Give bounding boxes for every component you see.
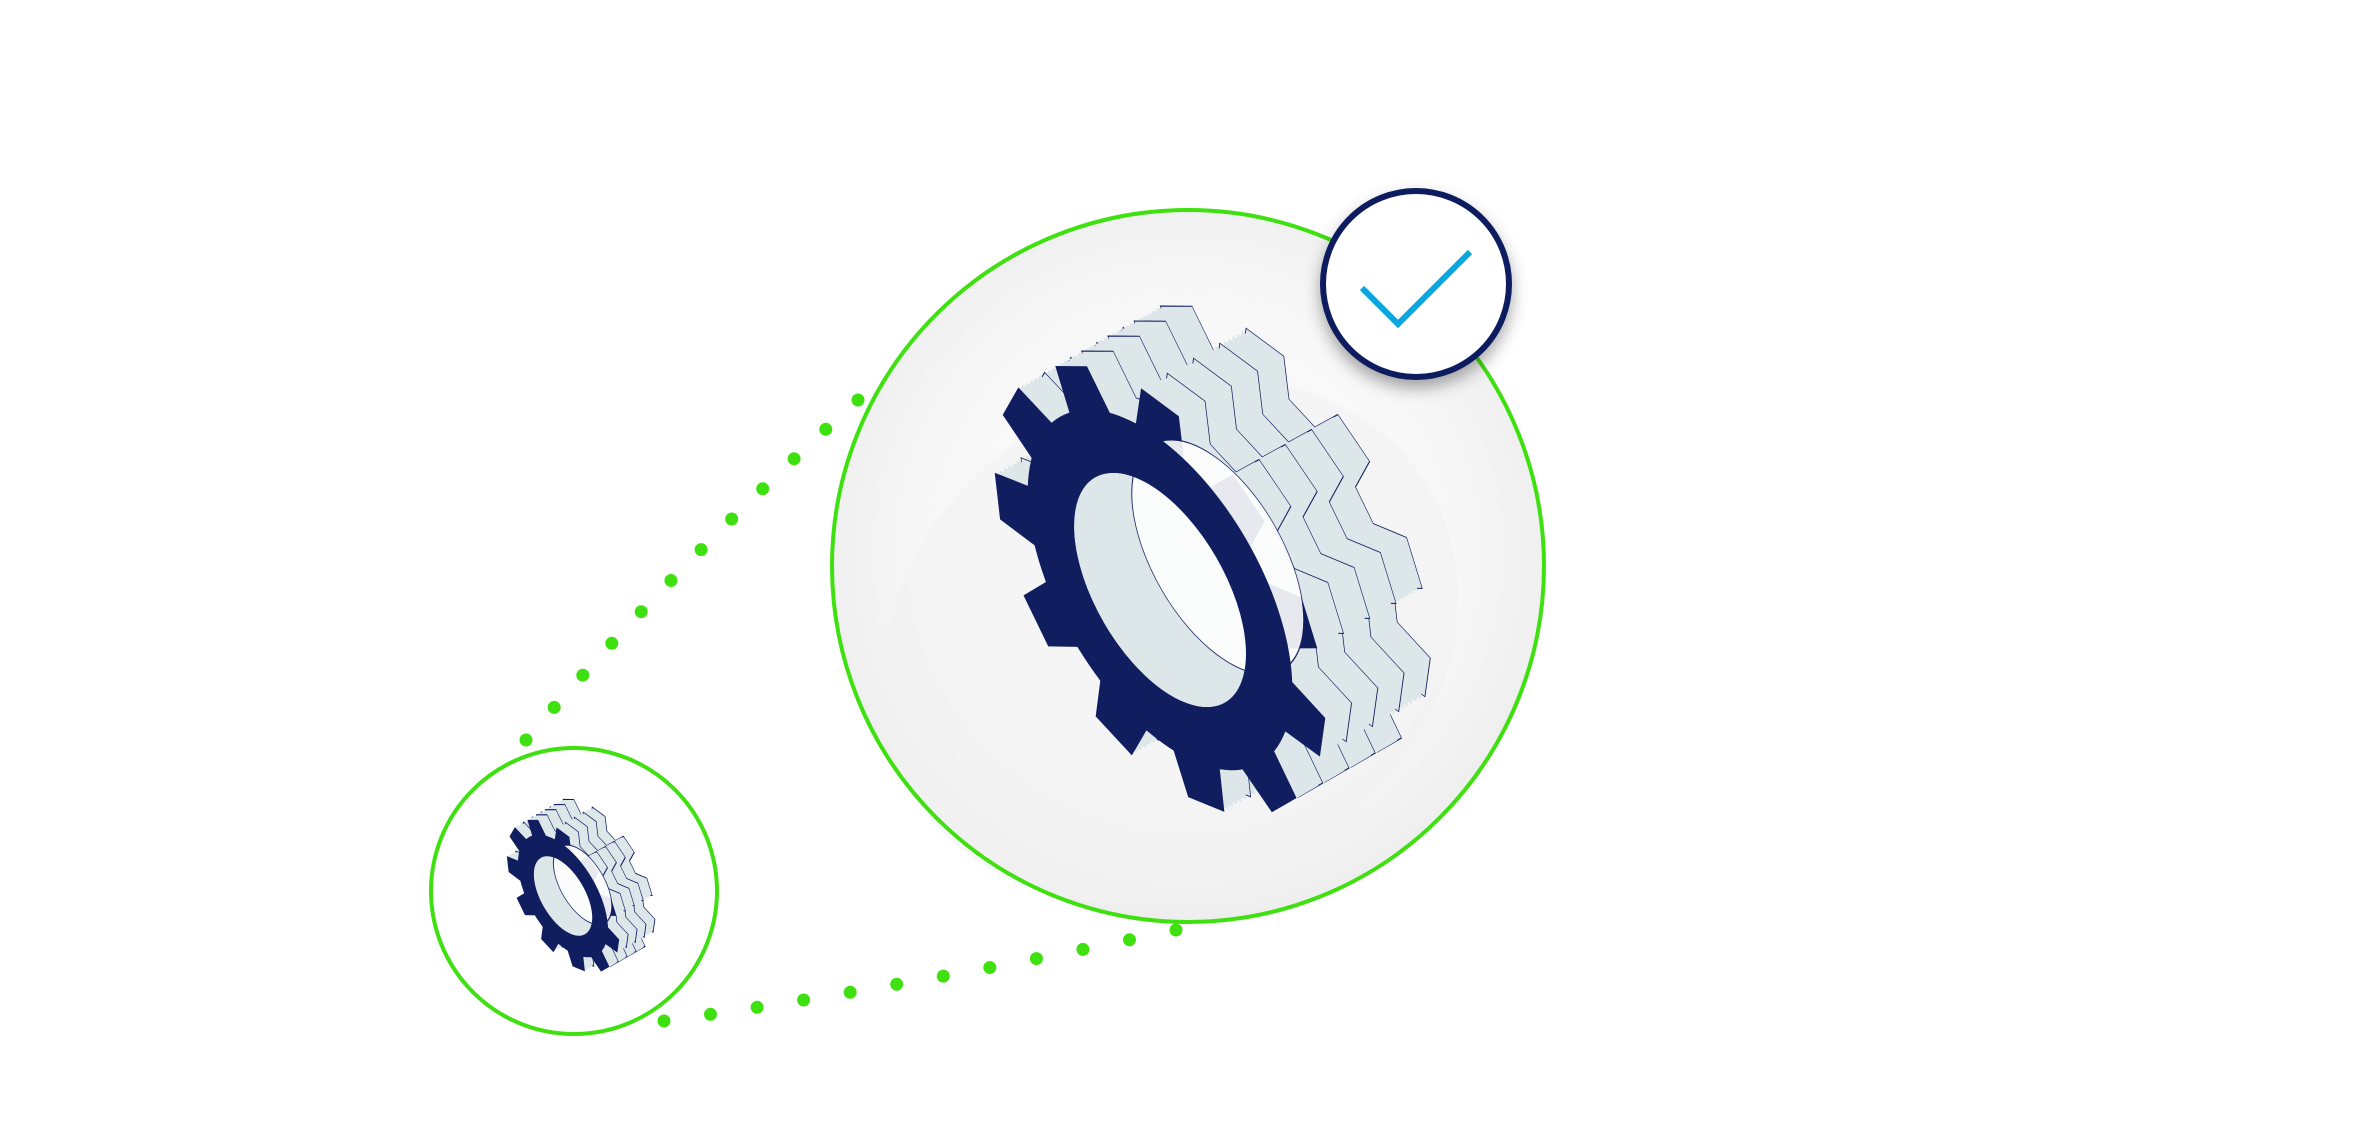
badge-circle bbox=[1320, 188, 1512, 380]
connector-dot bbox=[890, 977, 904, 991]
connector-dot bbox=[657, 1014, 671, 1028]
connector-dot bbox=[664, 574, 678, 587]
connector-dot bbox=[605, 636, 619, 650]
connector-dot bbox=[1123, 933, 1136, 947]
dotted-connector bbox=[519, 393, 1183, 1028]
connector-dot bbox=[576, 668, 590, 682]
connector-dot bbox=[519, 733, 533, 747]
connector-dot bbox=[787, 452, 801, 466]
gear-hole bbox=[1074, 472, 1246, 708]
large-ring bbox=[830, 208, 1546, 924]
success-badge bbox=[1320, 188, 1512, 380]
connector-dot bbox=[819, 422, 833, 436]
connector-dot bbox=[1029, 952, 1043, 966]
gear-face-ring bbox=[518, 834, 608, 958]
small-gear-bubble bbox=[429, 746, 719, 1036]
gear-icon bbox=[506, 798, 656, 972]
connector-dot bbox=[694, 543, 708, 557]
gear-icon bbox=[994, 305, 1431, 813]
connector-dot bbox=[936, 969, 950, 983]
connector-dot bbox=[983, 961, 997, 974]
connector-dot bbox=[1076, 942, 1090, 956]
connector-dot bbox=[843, 985, 857, 999]
connector-dot bbox=[750, 1000, 764, 1014]
checkmark-icon bbox=[1359, 249, 1473, 329]
connector-dot bbox=[547, 700, 561, 714]
gear-face-ring bbox=[1027, 409, 1293, 771]
connector-dot bbox=[634, 605, 648, 619]
connector-dot bbox=[797, 993, 811, 1007]
connector-dot bbox=[725, 512, 739, 526]
connector-dot bbox=[851, 393, 865, 407]
large-gear-bubble bbox=[830, 208, 1546, 924]
connector-dot bbox=[704, 1007, 717, 1021]
connector-dot bbox=[1169, 923, 1183, 937]
connector-dot bbox=[756, 482, 770, 496]
